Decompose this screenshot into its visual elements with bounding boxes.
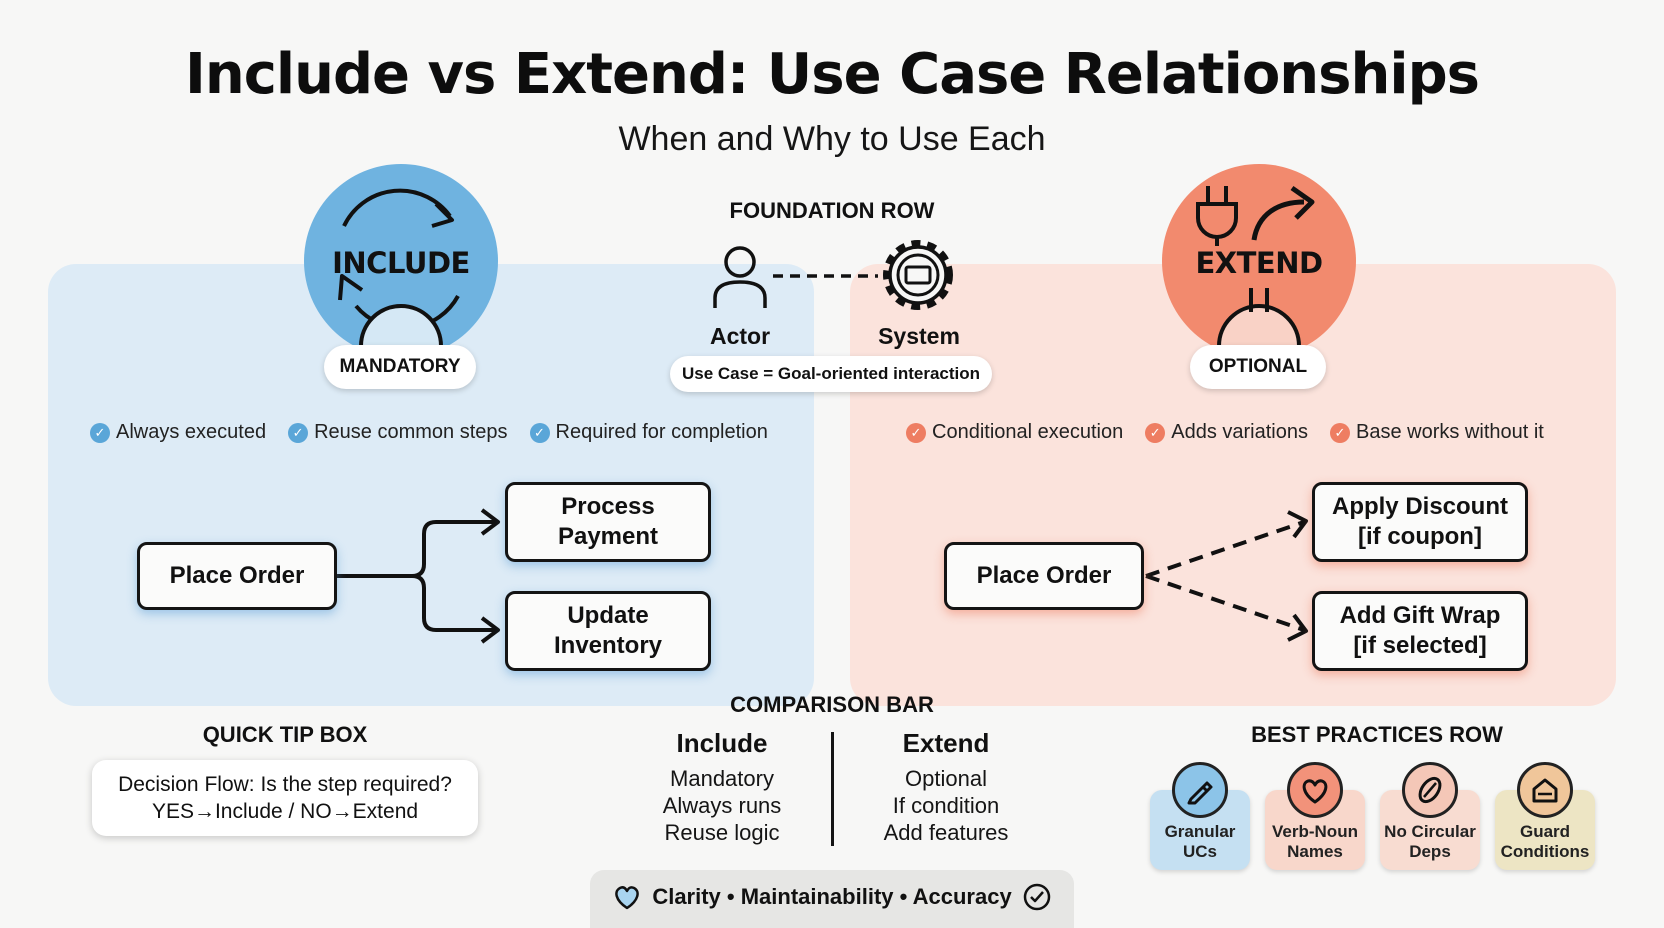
include-base-usecase: Place Order [137,542,337,610]
extend-arrow-discount [1145,520,1305,578]
page-subtitle: When and Why to Use Each [618,120,1046,158]
check-icon: ✓ [529,422,550,443]
check-circle-icon [1023,883,1050,911]
extend-checklist: ✓Conditional execution ✓Adds variations … [906,421,1544,444]
check-item: ✓Base works without it [1330,421,1544,444]
extend-arrow-giftwrap [1145,574,1305,632]
include-checklist: ✓Always executed ✓Reuse common steps ✓Re… [90,421,768,444]
mandatory-pill: MANDATORY [324,345,476,389]
comparison-item: Optional [905,766,987,791]
check-icon: ✓ [288,422,309,443]
comparison-include-head: Include [676,728,768,758]
check-item: ✓Required for completion [529,421,768,444]
comparison-divider [831,732,834,846]
comparison-heading: COMPARISON BAR [730,692,934,717]
no-circle-icon [1402,762,1458,818]
shield-icon [1517,762,1573,818]
add-gift-wrap-usecase: Add Gift Wrap[if selected] [1312,591,1528,671]
comparison-extend-column: Extend Optional If condition Add feature… [846,728,1046,846]
footer-text: Clarity • Maintainability • Accuracy [652,884,1012,909]
extend-base-usecase: Place Order [944,542,1144,610]
extend-badge-label: EXTEND [1195,246,1323,280]
comparison-item: If condition [892,793,1000,818]
page-title: Include vs Extend: Use Case Relationship… [184,42,1480,107]
comparison-item: Mandatory [670,766,774,791]
foundation-heading: FOUNDATION ROW [729,198,935,223]
comparison-include-column: Include Mandatory Always runs Reuse logi… [622,728,822,846]
comparison-item: Add features [883,820,1009,845]
heart-icon [1287,762,1343,818]
comparison-extend-head: Extend [902,728,990,758]
comparison-item: Always runs [662,793,782,818]
apply-discount-usecase: Apply Discount[if coupon] [1312,482,1528,562]
best-practice-card: No Circular Deps [1380,790,1480,870]
include-arrow-inventory [411,574,496,632]
usecase-definition: Use Case = Goal-oriented interaction [670,356,992,392]
system-label: System [878,323,960,349]
check-icon: ✓ [906,422,926,443]
actor-icon [713,246,767,308]
heart-icon [615,886,640,910]
check-item: ✓Conditional execution [906,421,1123,444]
actor-label: Actor [709,323,771,349]
best-practices-heading: BEST PRACTICES ROW [1251,722,1503,747]
check-icon: ✓ [1145,422,1166,443]
check-item: ✓Always executed [90,421,266,444]
include-arrow-payment [337,520,496,578]
include-badge-label: INCLUDE [332,246,470,280]
best-practice-card: Guard Conditions [1495,790,1595,870]
footer-bar: Clarity • Maintainability • Accuracy [590,870,1074,928]
tip-line: Decision Flow: Is the step required? [118,773,452,796]
tip-line: YES→Include / NO→Extend [151,800,419,823]
check-icon: ✓ [1330,422,1350,443]
pen-icon [1172,762,1228,818]
check-item: ✓Reuse common steps [288,421,508,444]
tip-box: Decision Flow: Is the step required? YES… [92,760,478,836]
check-item: ✓Adds variations [1145,421,1308,444]
optional-pill: OPTIONAL [1190,345,1326,389]
comparison-item: Reuse logic [664,820,780,845]
check-icon: ✓ [90,422,110,443]
gear-icon [883,240,953,310]
tip-heading: QUICK TIP BOX [202,722,368,747]
